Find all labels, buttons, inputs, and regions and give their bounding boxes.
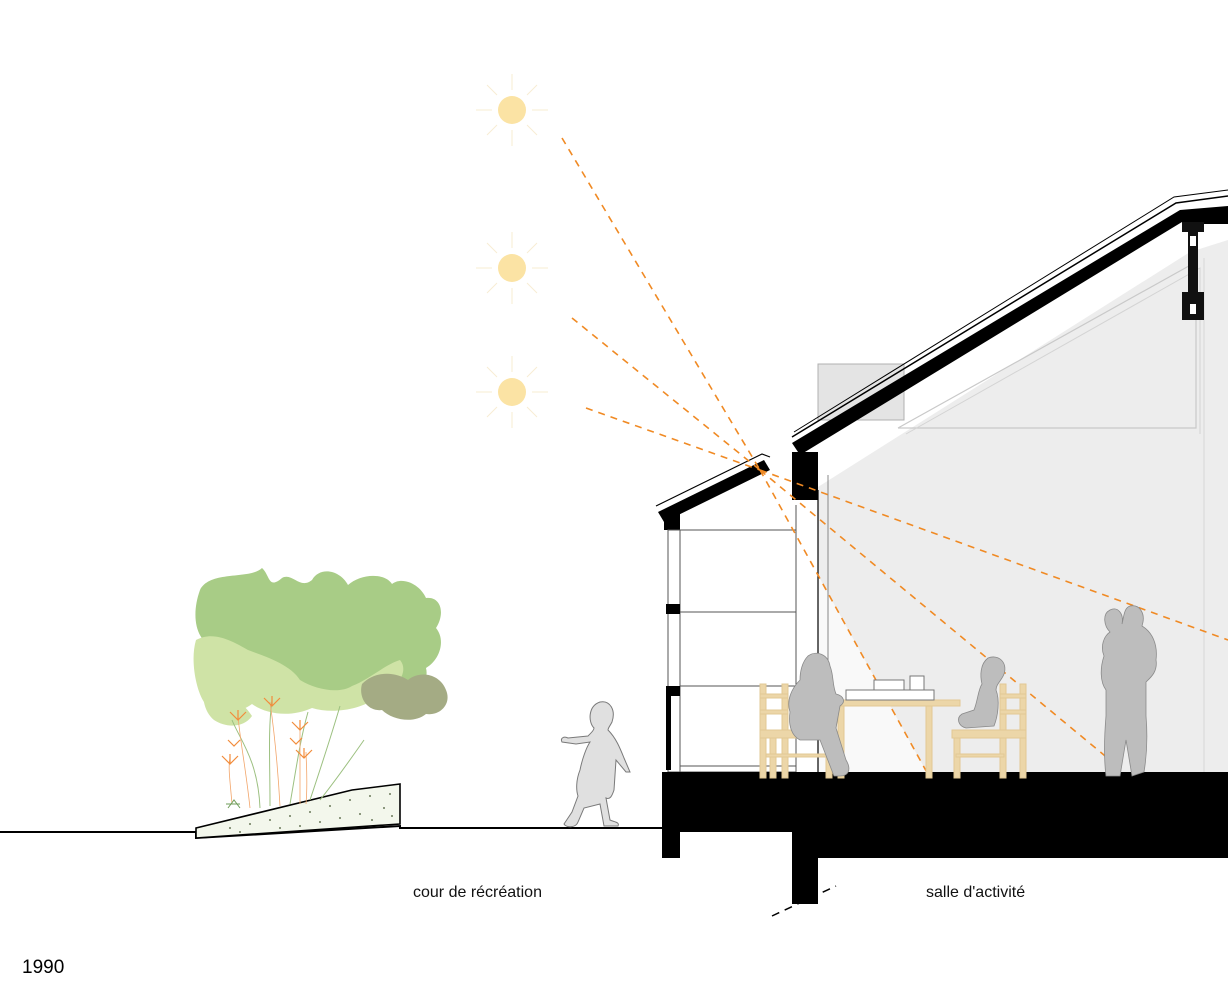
plant-stems [231, 699, 365, 809]
main-roof-outer-line-2 [793, 189, 1228, 433]
shrub-icon [193, 568, 448, 726]
year-label: 1990 [22, 957, 65, 978]
sun-icon [476, 356, 548, 428]
planter-bed [195, 783, 401, 839]
lean-to-beam [664, 512, 680, 530]
seated-child-left [788, 652, 850, 777]
roof-truss-inner [905, 267, 1201, 435]
lean-to-roof-line [655, 453, 771, 507]
roof-truss-outline [897, 260, 1197, 429]
upper-wall [792, 452, 818, 500]
label-activity-room: salle d'activité [926, 884, 1026, 901]
bracket-hole-2 [1190, 304, 1196, 314]
main-roof [792, 206, 1228, 455]
adult-with-child-silhouette-icon [1100, 605, 1157, 777]
ground-line [0, 824, 662, 840]
glazing-lower-frame [666, 690, 671, 770]
glazing-clip-1 [666, 604, 680, 614]
bracket-hole [1190, 236, 1196, 246]
child-silhouette-icon [561, 701, 631, 828]
roof-bracket [1182, 222, 1204, 320]
break-line [771, 885, 837, 917]
floor-slab-lower [818, 778, 1228, 858]
small-fern [226, 799, 241, 809]
lean-to-roof [658, 460, 770, 522]
foundation-wall-left [662, 772, 680, 858]
sun-icon [476, 74, 548, 146]
light-paths [561, 137, 1228, 779]
planter-soil-texture [229, 793, 393, 833]
ridge-beam [1182, 210, 1228, 224]
seated-child-right [958, 656, 1006, 729]
foundation-wall-right [792, 772, 818, 904]
main-roof-outer-line [791, 195, 1228, 438]
sun-icon [476, 232, 548, 304]
table-objects [845, 675, 935, 701]
flowers [221, 696, 313, 765]
chair-right [951, 683, 1027, 779]
label-playground: cour de récréation [413, 884, 542, 901]
glazing-clip-2 [666, 686, 680, 696]
